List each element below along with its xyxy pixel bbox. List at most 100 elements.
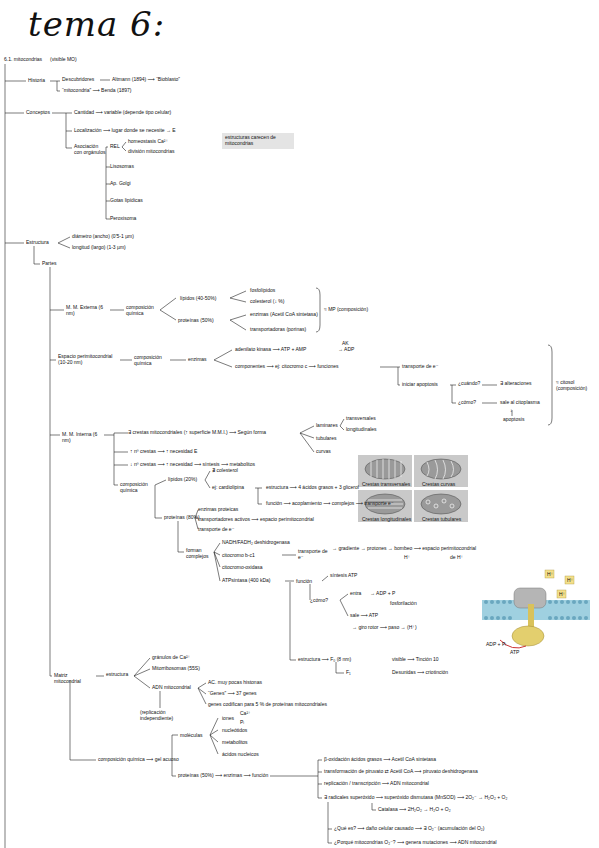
note-text: genes codifican para 5 % de proteínas mi… — [208, 702, 327, 708]
note-text: Descubridores — [62, 77, 94, 83]
note-text: ATPsintasa (400 kDa) — [222, 578, 271, 584]
note-text: fosfolípidos — [250, 288, 275, 294]
note-text: “mitocondria” ⟿ Benda (1897) — [62, 88, 131, 94]
note-text: ≈ MP (composición) — [324, 307, 368, 313]
note-text: Crestas tubulares — [422, 517, 461, 523]
note-text: NADH/FADH₂ deshidrogenasa — [222, 540, 290, 546]
note-text: transporte de e⁻ — [402, 364, 438, 370]
note-text: → ADP + P — [370, 591, 395, 597]
note-text: H⁺ — [559, 592, 565, 598]
note-text: ∃ alteraciones — [500, 381, 532, 387]
note-text: ¿cómo? — [310, 598, 328, 604]
box-text: estructuras carecen de mitocondrias — [225, 135, 291, 147]
note-text: replicación / transcripción ⟿ ADN mitoco… — [324, 781, 429, 787]
note-text: adenilato kinasa ⟿ ATP + AMP — [235, 347, 306, 353]
note-text: Pᵢ — [240, 720, 244, 726]
note-text: REL — [110, 144, 120, 150]
note-text: enzimas — [188, 357, 207, 363]
note-text: iones — [222, 716, 234, 722]
note-text: longitud (largo) (1-3 µm) — [72, 245, 126, 251]
note-text: Catalasa ⟿ 2H₂O₂ → H₂O + O₂ — [378, 807, 451, 813]
note-text: ∃ radicales superóxido ⟿ superóxido dism… — [324, 795, 507, 801]
note-text: tubulares — [316, 436, 337, 442]
note-text: entra — [350, 591, 361, 597]
note-text: ej: cardiolipina — [212, 485, 244, 491]
note-text: ¿cómo? — [458, 400, 476, 406]
note-text: Altmann (1894) ⟿ “Bioblasto” — [112, 77, 180, 83]
note-text: 6.1. mitocondrias — [4, 57, 42, 63]
note-text: Mitorribosomas (55S) — [152, 666, 200, 672]
note-text: F₁ — [346, 670, 351, 676]
note-text: “Genes” ⟿ 37 genes — [208, 691, 257, 697]
note-text: Gotas lipídicas — [110, 198, 143, 204]
note-text: ↓ — [510, 408, 513, 414]
note-text: proteínas (80%) — [164, 515, 200, 521]
note-text: Estructura — [26, 240, 49, 246]
note-text: metabolitos — [222, 740, 248, 746]
note-text: composición química — [134, 355, 168, 366]
note-text: ∃ crestas mitocondriales (↑ superficie M… — [128, 430, 266, 436]
note-text: laminares — [316, 423, 338, 429]
note-text: función — [296, 579, 312, 585]
note-text: Asociación con orgánulos — [74, 144, 106, 155]
note-text: Desunidas ⟿ criotinción — [392, 670, 448, 676]
note-text: estructura ⟿ F₀ (8 nm) — [298, 657, 351, 663]
note-text: composición química — [126, 305, 160, 316]
note-text: → gradiente → protones → bombeo ⟿ espaci… — [332, 546, 476, 552]
note-text: → giro rotor ⟿ paso → (H⁺) — [352, 625, 417, 631]
note-text: Crestas curvas — [422, 482, 455, 488]
note-text: β-oxidación ácidos grasos ⟿ Acetil CoA s… — [324, 757, 436, 763]
note-text: Matriz mitocondrial — [54, 673, 94, 684]
note-text: ↑ nº crestas ⟿ ↑ necesidad E — [130, 449, 197, 455]
note-text: forman complejos — [186, 548, 214, 559]
note-text: Partes — [42, 261, 56, 267]
note-text: ≈ citosol (composición) — [556, 380, 594, 391]
note-text: (visible MO) — [50, 57, 77, 63]
atp-synthase-illustration — [482, 570, 590, 648]
note-text: transportadores activos ⟿ espacio perimi… — [198, 517, 314, 523]
note-text: estructura ⟿ 4 ácidos grasos + 3 glicero… — [266, 485, 359, 491]
note-text: Historia — [28, 78, 45, 84]
note-text: ATP — [510, 650, 519, 656]
note-text: Crestas transversales — [362, 482, 410, 488]
note-text: proteínas (50%) — [178, 318, 214, 324]
note-text: ¿cuándo? — [458, 381, 480, 387]
note-text: M. M. Interna (6 nm) — [62, 432, 102, 443]
note-text: nucleótidos — [222, 728, 247, 734]
note-text: composición química — [120, 482, 154, 493]
note-text: moléculas — [180, 733, 203, 739]
note-text: ácidos nucleicos — [222, 752, 259, 758]
note-text: apoptosis — [503, 417, 524, 423]
note-text: Localización ⟿ lugar donde se necesite →… — [74, 128, 176, 134]
note-text: división mitocondrias — [128, 149, 174, 155]
note-text: ADP + Pᵢ — [486, 642, 506, 648]
note-text: estructura — [106, 672, 128, 678]
note-text: Ca²⁺ — [240, 711, 251, 717]
note-text: M. M. Externa (6 nm) — [66, 305, 108, 316]
note-text: citocromo-oxidasa — [222, 565, 263, 571]
note-text: AC. muy pocas histonas — [208, 680, 262, 686]
note-text: función ⟿ acoplamiento ⟿ complejos ⟿ tra… — [266, 501, 394, 507]
note-text: transporte de e⁻ — [298, 549, 330, 560]
note-text: → ADP — [338, 347, 354, 353]
note-text: Peroxisoma — [110, 216, 136, 222]
note-text: H⁺ — [567, 578, 573, 584]
note-text: lípidos (40-50%) — [180, 296, 216, 302]
note-text: enzimas (Acetil CoA sintetasa) — [250, 312, 318, 318]
note-text: gránulos de Ca²⁺ — [152, 655, 190, 661]
note-text: sale al citoplasma — [500, 400, 540, 406]
note-text: transversales — [346, 416, 376, 422]
note-text: Crestas longitudinales — [362, 517, 411, 523]
cristae-illustration — [358, 455, 468, 522]
note-box: estructuras carecen de mitocondrias — [222, 133, 294, 149]
note-text: de H⁺ — [450, 555, 463, 561]
note-text: AK — [342, 341, 349, 347]
page-title: tema 6: — [28, 4, 165, 44]
note-text: diámetro (ancho) (0'5-1 µm) — [72, 234, 134, 240]
note-text: síntesis ATP — [330, 573, 357, 579]
note-text: ∄ colesterol — [212, 468, 238, 474]
note-text: composición química ⟿ gel acuoso — [98, 757, 179, 763]
note-text: iniciar apoptosis — [402, 382, 438, 388]
note-text: ADN mitocondrial — [152, 685, 191, 691]
